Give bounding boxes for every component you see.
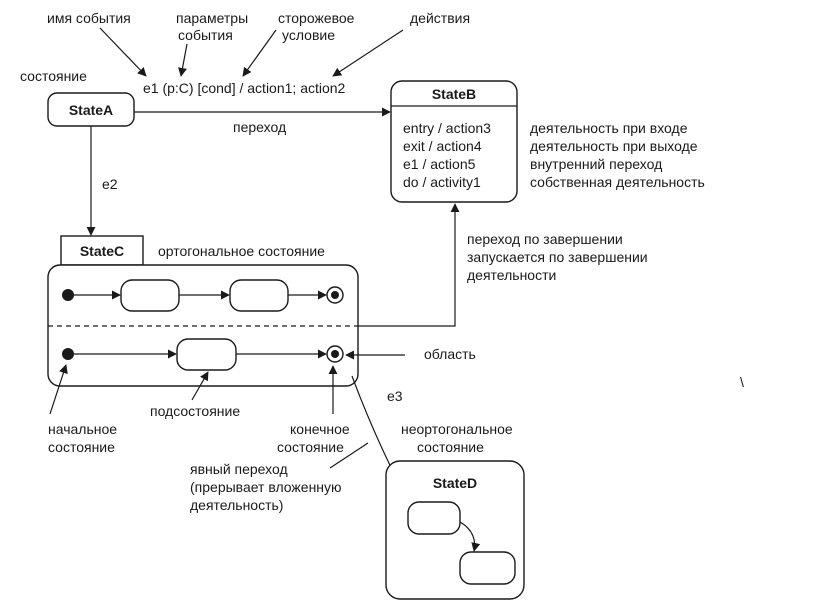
state-b-internal: e1 / action5 — [403, 156, 476, 172]
completion-transition-c-to-b — [358, 203, 460, 327]
state-d-name: StateD — [433, 475, 477, 491]
region1-final-state-dot — [331, 291, 339, 299]
label-explicit-line1: явный переход — [190, 461, 288, 477]
state-a-name: StateA — [69, 102, 113, 118]
label-nonortho-line2: состояние — [417, 439, 484, 455]
label-region: область — [424, 346, 476, 362]
pointer-event-name — [99, 27, 147, 77]
state-d-substate-2 — [459, 551, 516, 585]
event-e2: e2 — [102, 176, 118, 192]
state-b-box — [390, 80, 518, 203]
pointer-event-params — [178, 43, 188, 77]
region1-substate-1 — [120, 279, 180, 312]
label-transition: переход — [233, 119, 286, 135]
label-initial-line1: начальное — [48, 421, 117, 437]
label-guard-line1: сторожевое — [278, 10, 355, 26]
label-initial-line2: состояние — [48, 439, 115, 455]
state-c-tab — [60, 235, 144, 266]
label-substate: подсостояние — [150, 403, 240, 419]
pointer-actions — [332, 29, 404, 77]
transition-label: e1 (p:C) [cond] / action1; action2 — [143, 80, 346, 96]
stray-mark: \ — [740, 374, 744, 390]
state-b-name: StateB — [432, 86, 476, 102]
label-event-params-line1: параметры — [176, 10, 248, 26]
label-own-activity: собственная деятельность — [530, 174, 705, 190]
label-completion-line3: деятельности — [467, 267, 556, 283]
state-d-substate-1 — [407, 501, 461, 535]
label-nonortho-line1: неортогональное — [401, 421, 513, 437]
state-b-do: do / activity1 — [403, 174, 481, 190]
region2-initial-pseudostate — [62, 348, 74, 360]
label-actions: действия — [410, 10, 470, 26]
label-explicit-line2: (прерывает вложенную — [190, 479, 342, 495]
event-e3: e3 — [387, 388, 403, 404]
label-exit-activity: деятельность при выходе — [530, 138, 698, 154]
state-b-exit: exit / action4 — [403, 138, 482, 154]
state-c-name: StateC — [80, 243, 124, 259]
label-final-line1: конечное — [290, 421, 350, 437]
pointer-initial-state — [49, 364, 68, 415]
pointer-substate — [191, 371, 209, 401]
region1-substate-2 — [229, 279, 289, 312]
label-state: состояние — [20, 68, 87, 84]
label-entry-activity: деятельность при входе — [530, 120, 688, 136]
label-orthogonal-state: ортогональное состояние — [158, 243, 325, 259]
region2-final-state-dot — [331, 350, 339, 358]
pointer-guard — [242, 29, 277, 77]
state-b-entry: entry / action3 — [403, 120, 491, 136]
label-final-line2: состояние — [277, 439, 344, 455]
label-completion-line2: запускается по завершении — [467, 249, 648, 265]
label-explicit-line3: деятельность) — [190, 497, 283, 513]
label-internal-transition: внутренний переход — [530, 156, 662, 172]
label-completion-line1: переход по завершении — [467, 231, 623, 247]
pointer-explicit-transition — [329, 442, 369, 469]
label-guard-line2: условие — [282, 27, 335, 43]
label-event-params-line2: события — [178, 27, 233, 43]
region1-initial-pseudostate — [62, 289, 74, 301]
label-event-name: имя события — [47, 10, 131, 26]
region2-substate — [176, 338, 237, 371]
state-d-internal-transition — [459, 521, 481, 552]
